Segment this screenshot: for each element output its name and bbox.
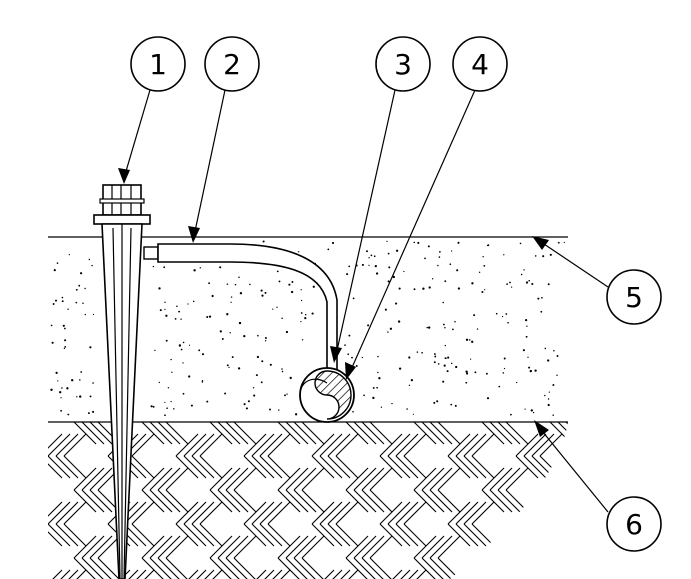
tubing-barb: [143, 246, 159, 260]
supply-line: [299, 367, 355, 423]
callout-2: 2: [204, 36, 260, 92]
callout-5-label: 5: [625, 281, 643, 314]
stake: [93, 184, 151, 579]
callout-3-label: 3: [394, 48, 412, 81]
callout-4: 4: [452, 36, 508, 92]
callout-6-label: 6: [625, 508, 643, 541]
callout-6: 6: [606, 496, 662, 552]
callout-1: 1: [130, 36, 186, 92]
stake-collar: [93, 214, 151, 225]
distribution-tubing: [143, 243, 338, 371]
callout-2-label: 2: [223, 48, 241, 81]
callout-5: 5: [606, 269, 662, 325]
callout-1-label: 1: [149, 48, 167, 81]
supply-line-section: [314, 370, 352, 420]
leader-lines: [118, 89, 609, 513]
callout-4-label: 4: [471, 48, 489, 81]
callout-3: 3: [375, 36, 431, 92]
